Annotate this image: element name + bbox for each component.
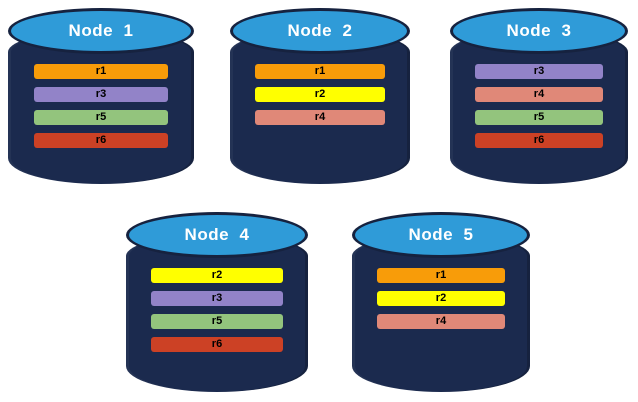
cylinder-shape: Node 2: [230, 8, 410, 184]
replica-bar: r5: [151, 314, 283, 329]
replica-bar: r3: [474, 64, 604, 79]
replica-bar: r1: [34, 64, 168, 79]
replica-bar: r4: [255, 110, 385, 125]
replica-list: r1 r2 r4: [255, 64, 385, 125]
replica-bar: r5: [34, 110, 168, 125]
replica-list: r1 r2 r4: [376, 268, 506, 329]
cylinder-top-ellipse: [126, 212, 308, 258]
replica-bar: r6: [34, 133, 168, 148]
cylinder-shape: Node 3: [450, 8, 628, 184]
replica-bar: r4: [376, 314, 506, 329]
replica-bar: r2: [151, 268, 283, 283]
cylinder-body: [450, 30, 628, 184]
cylinder-top-ellipse: [230, 8, 410, 54]
cylinder-shape: Node 1: [8, 8, 194, 184]
cylinder-shape: Node 5: [352, 212, 530, 392]
cylinder-body: [352, 234, 530, 392]
cylinder-top-ellipse: [8, 8, 194, 54]
cylinder-top-ellipse: [352, 212, 530, 258]
replica-bar: r5: [474, 110, 604, 125]
replica-list: r2 r3 r5 r6: [151, 268, 283, 352]
cylinder-top-ellipse: [450, 8, 628, 54]
replica-bar: r3: [34, 87, 168, 102]
cylinder-body: [126, 234, 308, 392]
replica-bar: r1: [376, 268, 506, 283]
replica-bar: r1: [255, 64, 385, 79]
cylinder-shape: Node 4: [126, 212, 308, 392]
replica-bar: r2: [255, 87, 385, 102]
replica-list: r1 r3 r5 r6: [34, 64, 168, 148]
replica-bar: r2: [376, 291, 506, 306]
cylinder-body: [8, 30, 194, 184]
replica-bar: r6: [151, 337, 283, 352]
cylinder-body: [230, 30, 410, 184]
replica-list: r3 r4 r5 r6: [474, 64, 604, 148]
replica-bar: r4: [474, 87, 604, 102]
replica-bar: r3: [151, 291, 283, 306]
replica-bar: r6: [474, 133, 604, 148]
